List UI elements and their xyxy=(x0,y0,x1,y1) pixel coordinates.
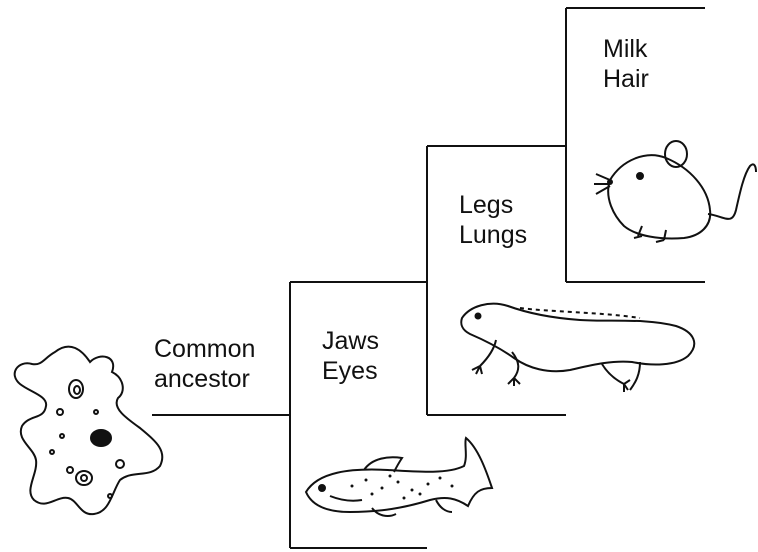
trait-label-legs-lungs: Legs Lungs xyxy=(459,190,527,250)
fish-icon xyxy=(306,438,492,516)
trait-legs: Legs xyxy=(459,190,527,220)
trait-eyes: Eyes xyxy=(322,356,379,386)
common-ancestor-label: Common ancestor xyxy=(154,334,255,394)
trait-lungs: Lungs xyxy=(459,220,527,250)
lizard-icon xyxy=(461,304,694,392)
trait-label-milk-hair: Milk Hair xyxy=(603,34,649,94)
common-ancestor-line-1: Common xyxy=(154,334,255,364)
amoeba-icon xyxy=(15,347,163,515)
trait-hair: Hair xyxy=(603,64,649,94)
trait-milk: Milk xyxy=(603,34,649,64)
trait-label-jaws-eyes: Jaws Eyes xyxy=(322,326,379,386)
common-ancestor-line-2: ancestor xyxy=(154,364,255,394)
trait-jaws: Jaws xyxy=(322,326,379,356)
mouse-icon xyxy=(594,141,756,242)
